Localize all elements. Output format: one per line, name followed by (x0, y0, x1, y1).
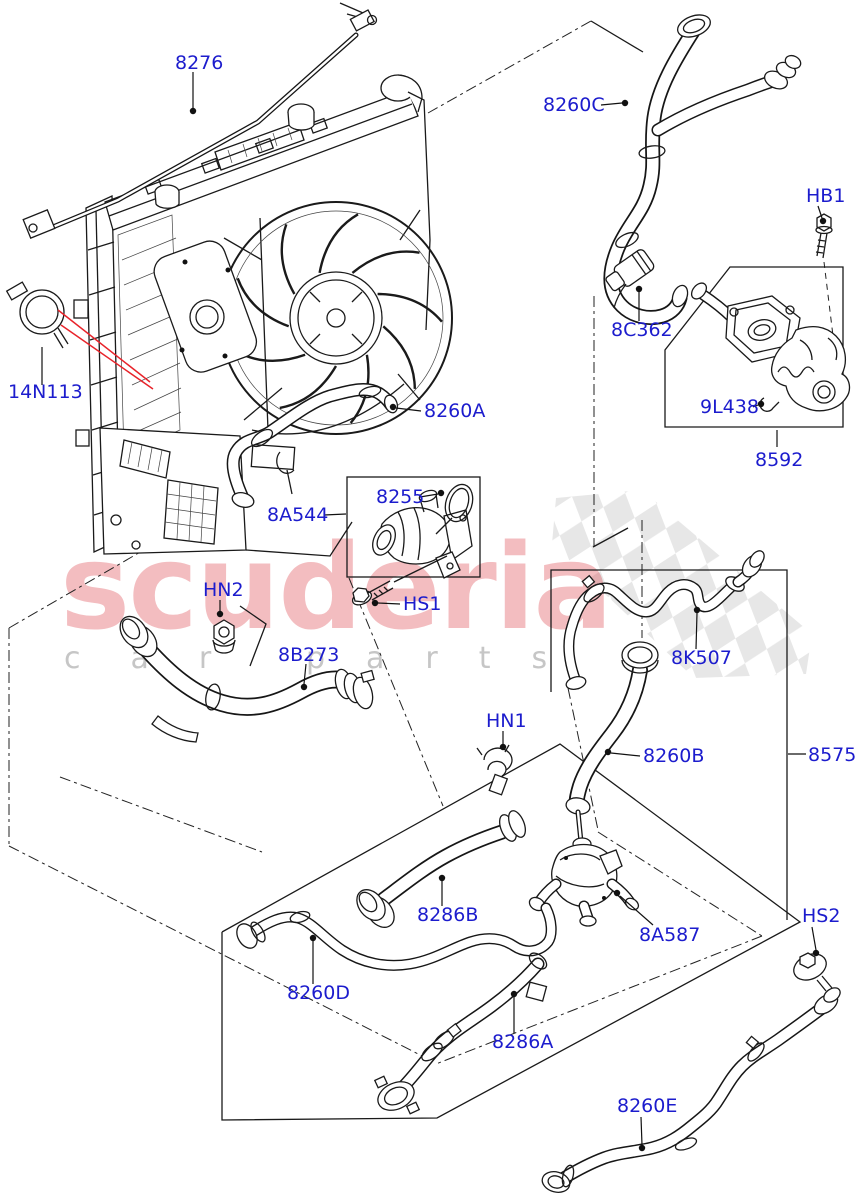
hose-8260d (236, 902, 557, 971)
box-8575 (550, 569, 788, 920)
o-ring-8255 (444, 483, 474, 523)
part-label-8260e: 8260E (617, 1095, 677, 1117)
hose-8k507 (563, 550, 765, 690)
part-label-8260c: 8260C (543, 94, 605, 116)
part-label-8276: 8276 (175, 52, 223, 74)
part-label-8c362: 8C362 (611, 319, 673, 341)
part-label-8b273: 8B273 (278, 644, 339, 666)
part-label-hb1: HB1 (806, 185, 845, 207)
part-label-hs1: HS1 (403, 593, 441, 615)
bolt-hs1 (351, 580, 394, 606)
part-labels: 8276 8260C HB1 14N113 8260A 8C362 9L438 … (8, 52, 856, 1117)
clamp-14n113 (5, 281, 69, 349)
thermostat-housing-8592 (690, 282, 851, 412)
part-label-8k507: 8K507 (671, 647, 732, 669)
part-label-hs2: HS2 (802, 905, 840, 927)
part-label-9l438: 9L438 (700, 396, 759, 418)
water-outlet-8a544 (372, 483, 474, 583)
part-label-8255: 8255 (376, 486, 424, 508)
part-label-14n113: 14N113 (8, 381, 83, 403)
part-label-8592: 8592 (755, 449, 803, 471)
box-8a544 (346, 476, 481, 578)
part-label-8260a: 8260A (424, 400, 485, 422)
sensor-8c362 (605, 249, 655, 309)
hose-8b273 (119, 615, 375, 743)
box-8592 (664, 266, 844, 428)
part-label-8a544: 8A544 (267, 504, 328, 526)
part-label-hn2: HN2 (203, 579, 244, 601)
part-label-8286a: 8286A (492, 1031, 553, 1053)
leader-lines (41, 72, 827, 1152)
part-label-8260b: 8260B (643, 745, 704, 767)
red-leader-lines (57, 309, 154, 390)
part-label-8286b: 8286B (417, 904, 478, 926)
part-label-hn1: HN1 (486, 710, 527, 732)
bolt-hs2 (793, 952, 833, 992)
hose-8260c (603, 14, 802, 326)
hose-8260a (226, 383, 399, 508)
clip-hn1 (476, 744, 513, 796)
pipe-8276 (22, 9, 378, 239)
hose-8286a (373, 952, 548, 1115)
brand-watermark-sub-right: parts (306, 641, 588, 676)
clip-9l438 (759, 397, 780, 412)
pump-8a587 (528, 837, 640, 927)
nut-hn2 (212, 619, 236, 654)
radiator-fan-assembly (73, 74, 453, 557)
part-label-8260d: 8260D (287, 982, 350, 1004)
part-label-8575: 8575 (808, 744, 856, 766)
hose-8260e (541, 987, 841, 1193)
hose-8286b (356, 810, 526, 928)
part-label-8a587: 8A587 (639, 924, 700, 946)
